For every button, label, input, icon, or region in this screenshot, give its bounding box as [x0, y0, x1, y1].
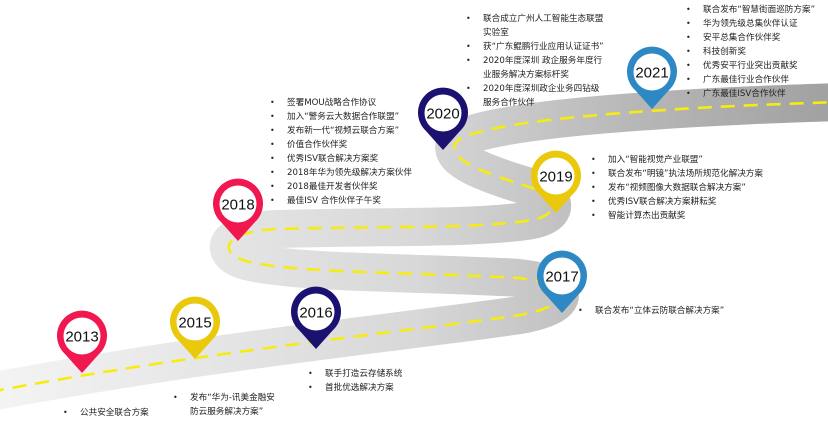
milestone-year: 2013: [65, 329, 98, 346]
list-item: 科技创新奖: [686, 45, 815, 59]
pin-inner-circle: [219, 185, 257, 223]
list-item: 加入“智能视觉产业联盟”: [591, 153, 763, 167]
milestone-pin-2019: 2019: [531, 150, 581, 213]
milestone-list-2018: 签署MOU战略合作协议加入“警务云大数据合作联盟”发布新一代“视频云联合方案”价…: [270, 96, 412, 208]
list-item: 业服务解决方案标杆奖: [483, 70, 569, 80]
list-item: 签署MOU战略合作协议: [270, 96, 412, 110]
milestone-list-2019: 加入“智能视觉产业联盟”联合发布“明镜”执法场所规范化解决方案发布“视频图像大数…: [591, 153, 763, 223]
milestone-year: 2018: [221, 197, 254, 214]
milestone-list-2020: 联合成立广州人工智能生态联盟实验室获“广东鲲鹏行业应用认证证书”2020年度深圳…: [466, 12, 604, 110]
milestone-list-2016: 联手打造云存储系统首批优选解决方案: [308, 367, 402, 395]
milestone-year: 2017: [545, 269, 578, 286]
milestone-pin-2020: 2020: [418, 87, 468, 150]
list-item: 优秀ISV联合解决方案耕耘奖: [591, 195, 763, 209]
milestone-year: 2016: [299, 305, 332, 322]
pin-inner-circle: [543, 257, 581, 295]
pin-inner-circle: [176, 303, 214, 341]
road: [0, 83, 828, 410]
list-item: 2018年华为领先级解决方案伙伴: [270, 166, 412, 180]
list-item: 优秀安平行业突出贡献奖: [686, 59, 815, 73]
list-item: 公共安全联合方案: [63, 406, 149, 420]
list-item: 获“广东鲲鹏行业应用认证证书”: [466, 40, 604, 54]
milestone-list-2013: 公共安全联合方案: [63, 406, 149, 420]
list-item: 联手打造云存储系统: [308, 367, 402, 381]
milestone-year: 2021: [635, 65, 668, 82]
pin-inner-circle: [297, 293, 335, 331]
list-item: 发布“视频图像大数据联合解决方案”: [591, 181, 763, 195]
list-item: 首批优选解决方案: [308, 381, 402, 395]
list-item: 联合发布“智慧街面巡防方案”: [686, 3, 815, 17]
list-item: 服务合作伙伴: [483, 98, 535, 108]
list-item: 联合发布“立体云防联合解决方案”: [578, 304, 724, 318]
pin-inner-circle: [424, 94, 462, 132]
list-item: 加入“警务云大数据合作联盟”: [270, 110, 412, 124]
list-item: 联合成立广州人工智能生态联盟: [466, 12, 604, 26]
list-item: 价值合作伙伴奖: [270, 138, 412, 152]
milestone-pin-2013: 2013: [57, 310, 107, 373]
milestone-pin-2015: 2015: [170, 296, 220, 359]
milestone-list-2017: 联合发布“立体云防联合解决方案”: [578, 304, 724, 318]
list-item: 最佳ISV 合作伙伴子午奖: [270, 194, 412, 208]
milestone-pin-2016: 2016: [291, 286, 341, 349]
milestone-year: 2015: [178, 315, 211, 332]
list-item: 实验室: [483, 28, 509, 38]
list-item: 广东最佳行业合作伙伴: [686, 73, 815, 87]
list-item: 发布新一代“视频云联合方案”: [270, 124, 412, 138]
milestone-list-2021: 联合发布“智慧街面巡防方案”华为领先级总集伙伴认证安平总集合作伙伴奖科技创新奖优…: [686, 3, 815, 101]
list-item: 2020年度深圳政企业务四钻级: [466, 82, 604, 96]
milestone-pin-2017: 2017: [537, 250, 587, 313]
road-center-dashes: [0, 101, 828, 392]
list-item: 智能计算杰出贡献奖: [591, 209, 763, 223]
list-item: 安平总集合作伙伴奖: [686, 31, 815, 45]
list-item: 优秀ISV联合解决方案奖: [270, 152, 412, 166]
list-item: 华为领先级总集伙伴认证: [686, 17, 815, 31]
pin-inner-circle: [633, 53, 671, 91]
milestone-pin-2018: 2018: [213, 178, 263, 241]
list-item: 广东最佳ISV合作伙伴: [686, 87, 815, 101]
pin-inner-circle: [537, 157, 575, 195]
list-item: 联合发布“明镜”执法场所规范化解决方案: [591, 167, 763, 181]
milestone-year: 2020: [426, 106, 459, 123]
milestone-year: 2019: [539, 169, 572, 186]
list-item: 2018最佳开发者伙伴奖: [270, 180, 412, 194]
list-item: 发布“华为-讯美金融安: [173, 391, 275, 405]
list-item: 2020年度深圳 政企服务年度行: [466, 54, 604, 68]
milestone-pin-2021: 2021: [627, 46, 677, 109]
list-item: 防云服务解决方案”: [190, 407, 264, 417]
pin-inner-circle: [63, 317, 101, 355]
